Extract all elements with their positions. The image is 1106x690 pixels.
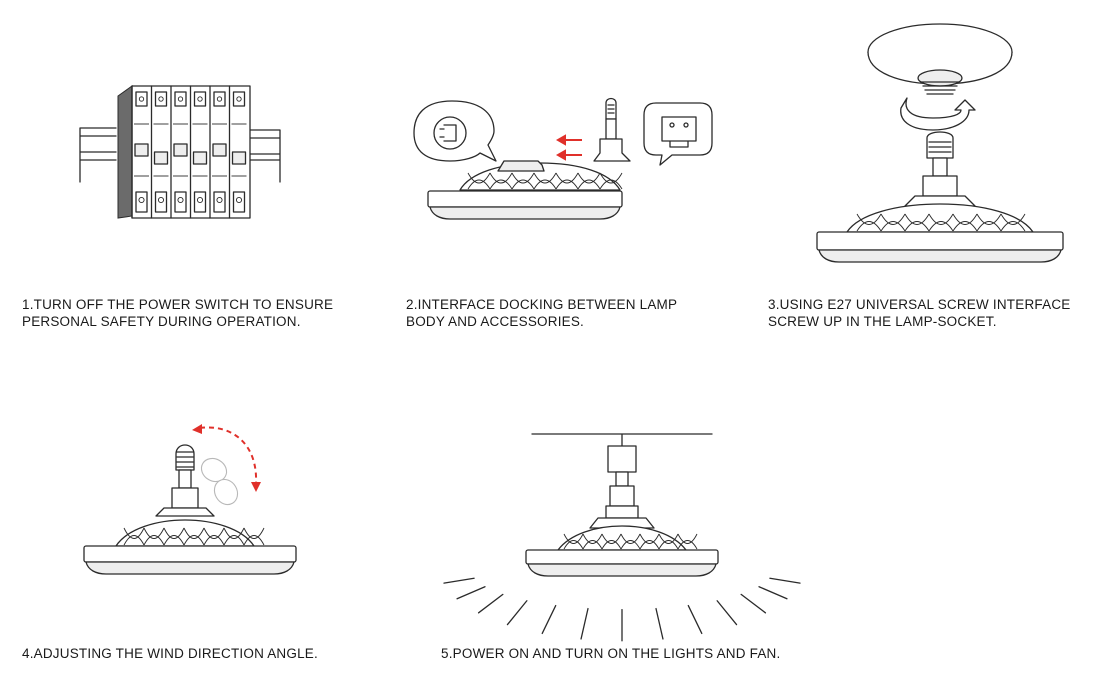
- angle-arrow-icon: [192, 424, 261, 492]
- connector-callout: [643, 102, 713, 166]
- rotate-arrow-icon: [900, 97, 976, 131]
- adjust-angle-illustration: [83, 424, 297, 575]
- light-rays: [443, 577, 801, 642]
- lamp-mesh: [563, 533, 698, 550]
- circuit-breaker-illustration: [79, 85, 281, 219]
- step-4-caption: 4.ADJUSTING THE WIND DIRECTION ANGLE.: [22, 646, 318, 661]
- tilted-bulb-ghost: [200, 457, 239, 506]
- step-1-caption: 1.TURN OFF THE POWER SWITCH TO ENSURE PE…: [22, 297, 334, 329]
- step-3-caption: 3.USING E27 UNIVERSAL SCREW INTERFACE SC…: [768, 297, 1071, 329]
- powered-on-illustration: [443, 433, 801, 642]
- accessory-connector-icon: [593, 97, 631, 162]
- step-5-caption: 5.POWER ON AND TURN ON THE LIGHTS AND FA…: [441, 646, 781, 661]
- breaker-side-panel: [117, 85, 133, 219]
- interface-callout: [413, 100, 497, 162]
- breaker-poles: [131, 85, 247, 219]
- lamp-mesh: [467, 172, 623, 190]
- insertion-arrows-icon: [555, 134, 582, 161]
- lamp-mesh: [123, 527, 265, 546]
- lamp-docking-illustration: [413, 97, 713, 220]
- screw-into-socket-illustration: [816, 23, 1064, 263]
- lamp-mesh: [856, 213, 1026, 232]
- step-2-caption: 2.INTERFACE DOCKING BETWEEN LAMP BODY AN…: [406, 297, 678, 329]
